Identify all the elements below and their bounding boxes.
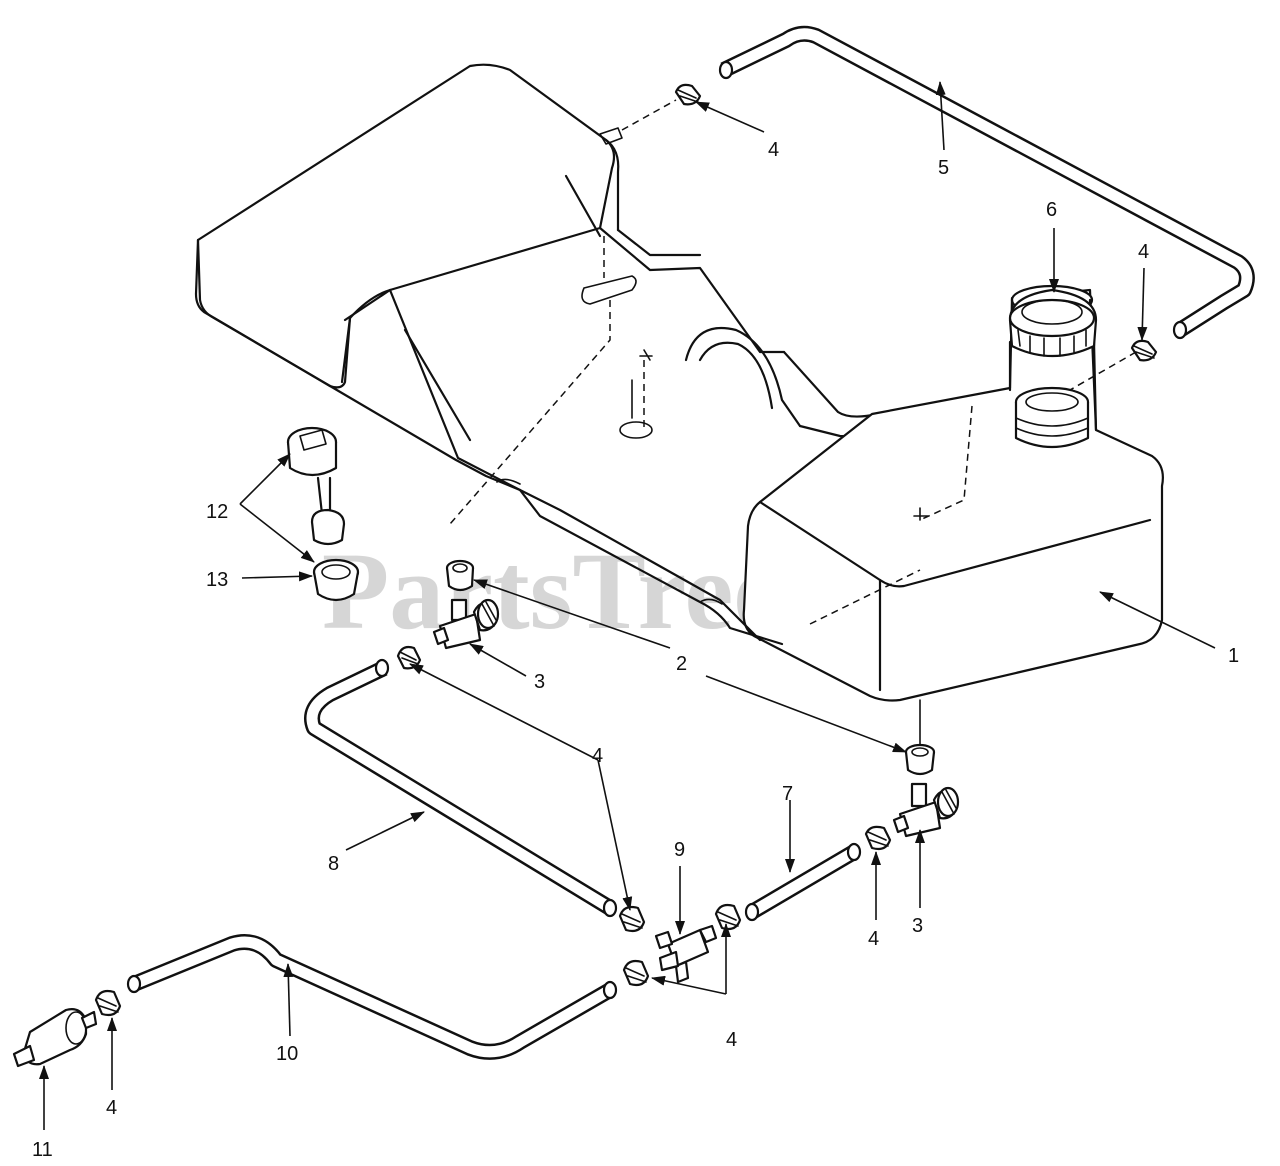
callout-11: 11 xyxy=(32,1139,53,1161)
callout-8: 8 xyxy=(328,853,339,875)
callout-9: 9 xyxy=(674,839,685,861)
t-fitting xyxy=(654,924,718,984)
fuel-cap xyxy=(1008,288,1098,358)
leader-lines xyxy=(39,81,1216,1130)
fuel-line-7 xyxy=(744,842,862,922)
hose-clamp xyxy=(714,903,742,931)
fuel-tank xyxy=(194,63,1164,702)
vent-hose xyxy=(718,25,1255,340)
callout-3: 3 xyxy=(912,915,923,937)
callout-2: 2 xyxy=(676,653,687,675)
bushing xyxy=(445,559,475,592)
callout-5: 5 xyxy=(938,157,949,179)
callout-12: 12 xyxy=(206,501,228,523)
shutoff-valve xyxy=(892,782,960,838)
callout-4: 4 xyxy=(106,1097,117,1119)
callout-7: 7 xyxy=(782,783,793,805)
fuel-gauge xyxy=(286,426,346,546)
fuel-tank-filler-neck xyxy=(1014,386,1090,448)
callout-4: 4 xyxy=(726,1029,737,1051)
callout-4: 4 xyxy=(768,139,779,161)
hose-clamp xyxy=(1069,339,1158,391)
fuel-line-10 xyxy=(126,934,618,1060)
hose-clamp xyxy=(396,645,422,670)
bushing xyxy=(904,699,936,776)
shutoff-valve xyxy=(432,598,500,650)
fuel-line-8 xyxy=(304,658,618,918)
hose-clamp xyxy=(864,825,892,851)
callout-4: 4 xyxy=(1138,241,1149,263)
callout-3: 3 xyxy=(534,671,545,693)
hose-clamp xyxy=(674,83,702,106)
hose-clamp xyxy=(94,989,122,1017)
fuel-filter xyxy=(12,1008,98,1068)
callout-1: 1 xyxy=(1228,645,1239,667)
hose-clamp xyxy=(622,959,650,987)
hose-clamp xyxy=(618,905,646,933)
watermark: PartsTree xyxy=(322,530,782,652)
callout-6: 6 xyxy=(1046,199,1057,221)
grommet xyxy=(312,558,360,602)
callout-10: 10 xyxy=(276,1043,298,1065)
callout-4: 4 xyxy=(868,928,879,950)
callout-4: 4 xyxy=(592,745,603,767)
callout-13: 13 xyxy=(206,569,228,591)
